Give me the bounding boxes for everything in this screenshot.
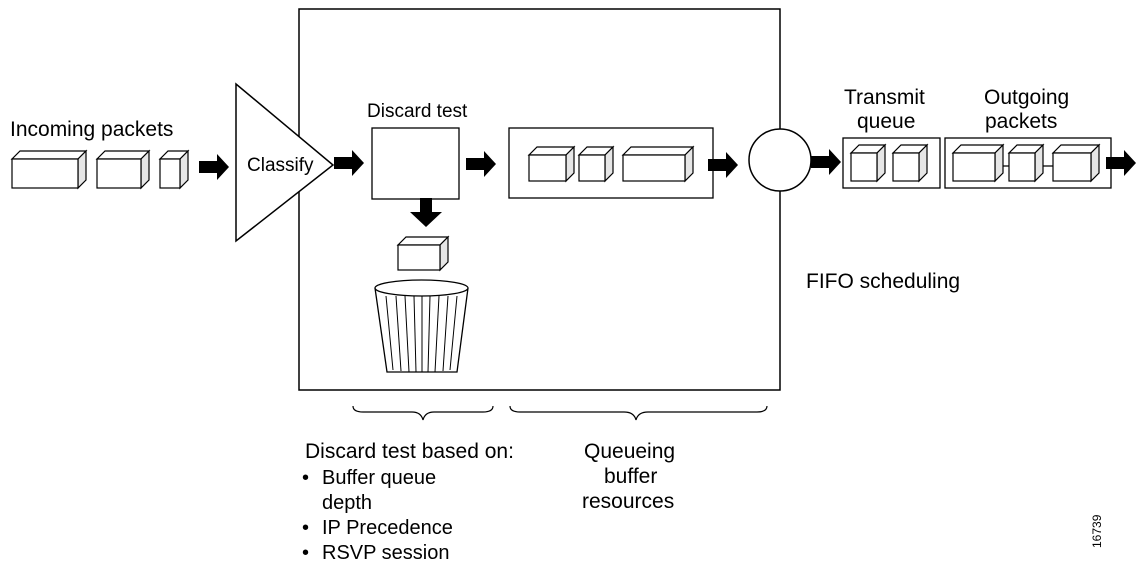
- drop-arrow: [410, 198, 442, 227]
- incoming-packet: [95, 149, 151, 190]
- flow-arrow: [334, 150, 364, 176]
- discard-basis-item: IP Precedence: [300, 516, 453, 541]
- queueing-brace: [509, 405, 768, 421]
- discard-basis-heading: Discard test based on:: [305, 440, 514, 463]
- classify-label: Classify: [247, 155, 314, 176]
- fifo-scheduler-circle: [748, 128, 812, 192]
- fifo-scheduling-label: FIFO scheduling: [806, 270, 961, 293]
- discard-basis-list: Buffer queue depth IP Precedence RSVP se…: [300, 466, 453, 566]
- flow-arrow: [199, 154, 229, 180]
- outgoing-packets-label-line1: Outgoing: [984, 86, 1070, 109]
- incoming-packet: [10, 149, 88, 190]
- transmit-packet: [849, 143, 887, 183]
- discard-test-brace: [352, 405, 494, 421]
- figure-id: 16739: [1090, 514, 1104, 548]
- outgoing-packet: [1051, 143, 1101, 183]
- flow-arrow: [466, 151, 496, 177]
- queued-packet: [527, 145, 576, 183]
- discard-basis-item: RSVP session: [300, 541, 453, 566]
- queued-packet: [577, 145, 615, 183]
- incoming-packets-label: Incoming packets: [10, 118, 174, 141]
- trash-bin: [374, 279, 469, 373]
- transmit-queue-label-line2: queue: [857, 110, 916, 133]
- discard-process-box: [298, 8, 781, 391]
- flow-arrow: [811, 149, 841, 175]
- classifier-triangle: [235, 82, 335, 243]
- transmit-queue-label-line1: Transmit: [844, 86, 925, 109]
- discard-basis-item: Buffer queue: [300, 466, 453, 491]
- queueing-label-line2: buffer: [604, 465, 658, 488]
- incoming-packet: [158, 149, 190, 190]
- queueing-label-line1: Queueing: [584, 440, 676, 463]
- outgoing-packet: [1007, 143, 1045, 183]
- discard-test-label: Discard test: [367, 101, 468, 122]
- queueing-label-line3: resources: [582, 490, 675, 513]
- discard-test-box: [371, 127, 460, 200]
- queued-packet: [621, 145, 695, 183]
- outgoing-packet: [951, 143, 1005, 183]
- outgoing-packets-label-line2: packets: [985, 110, 1058, 133]
- transmit-packet: [891, 143, 929, 183]
- discard-basis-item-continuation: depth: [322, 492, 373, 514]
- dropped-packet: [396, 235, 450, 272]
